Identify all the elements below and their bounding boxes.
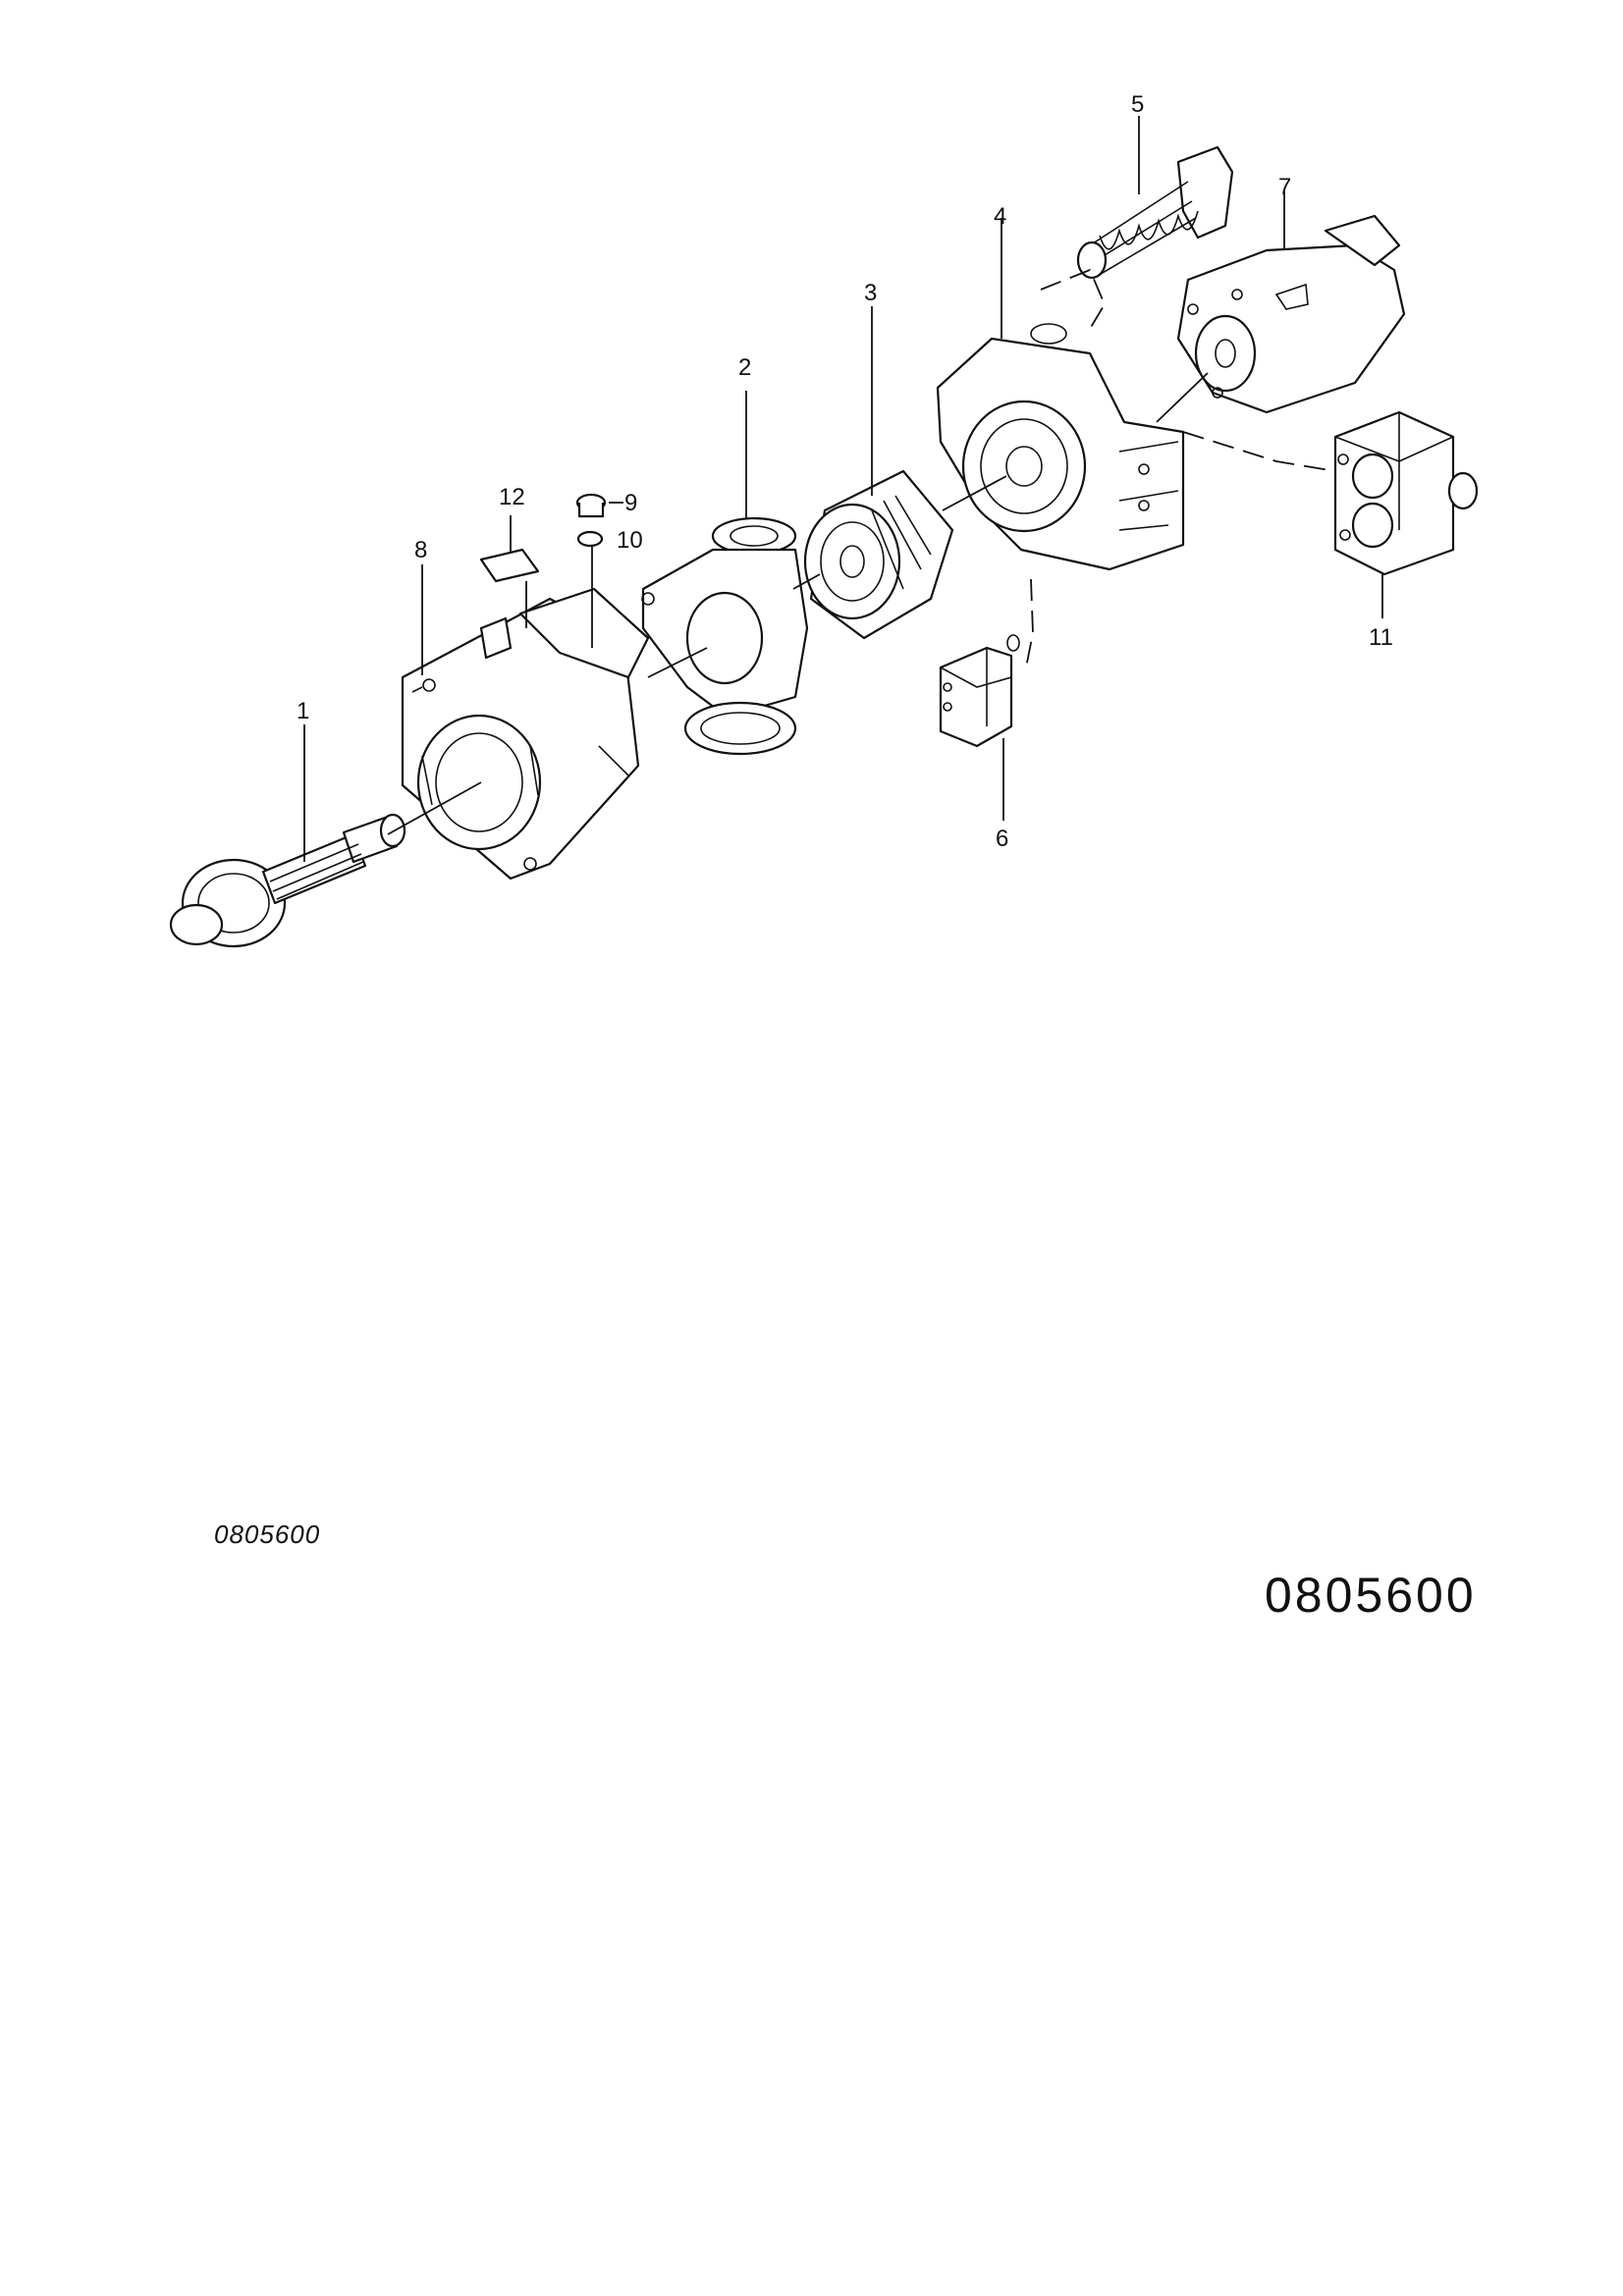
drawing-code-large: 0805600 — [1265, 1568, 1477, 1623]
part-11-valve-block — [1333, 410, 1479, 576]
part-9-plug — [575, 493, 607, 518]
callout-5: 5 — [1131, 91, 1144, 118]
callout-12: 12 — [499, 484, 525, 510]
callout-2: 2 — [738, 354, 751, 381]
callout-10: 10 — [617, 527, 643, 554]
drawing-code-small: 0805600 — [214, 1520, 320, 1549]
callout-leaders — [303, 116, 1383, 862]
assembly-axis-lines — [387, 268, 1336, 835]
callout-4: 4 — [994, 203, 1006, 230]
part-3-cylinder-block — [803, 469, 954, 640]
part-4-end-cover — [936, 323, 1185, 571]
callout-11: 11 — [1369, 624, 1393, 651]
part-2-swash-plate — [641, 516, 809, 756]
callout-8: 8 — [414, 537, 427, 563]
callout-6: 6 — [996, 826, 1008, 852]
part-7-regulator — [1176, 214, 1406, 414]
part-12-name-plate — [479, 548, 540, 583]
callout-labels: 1 2 3 4 5 6 7 8 9 10 11 12 — [297, 91, 1393, 852]
part-1-drive-shaft — [169, 813, 406, 948]
callout-1: 1 — [297, 698, 309, 724]
part-5-spring — [1076, 145, 1234, 280]
part-10-o-ring — [576, 530, 604, 548]
callout-9: 9 — [624, 490, 637, 516]
callout-7: 7 — [1278, 174, 1291, 200]
part-8-pump-housing — [401, 587, 650, 881]
part-6-solenoid-valve — [939, 634, 1020, 748]
callout-3: 3 — [864, 280, 877, 306]
